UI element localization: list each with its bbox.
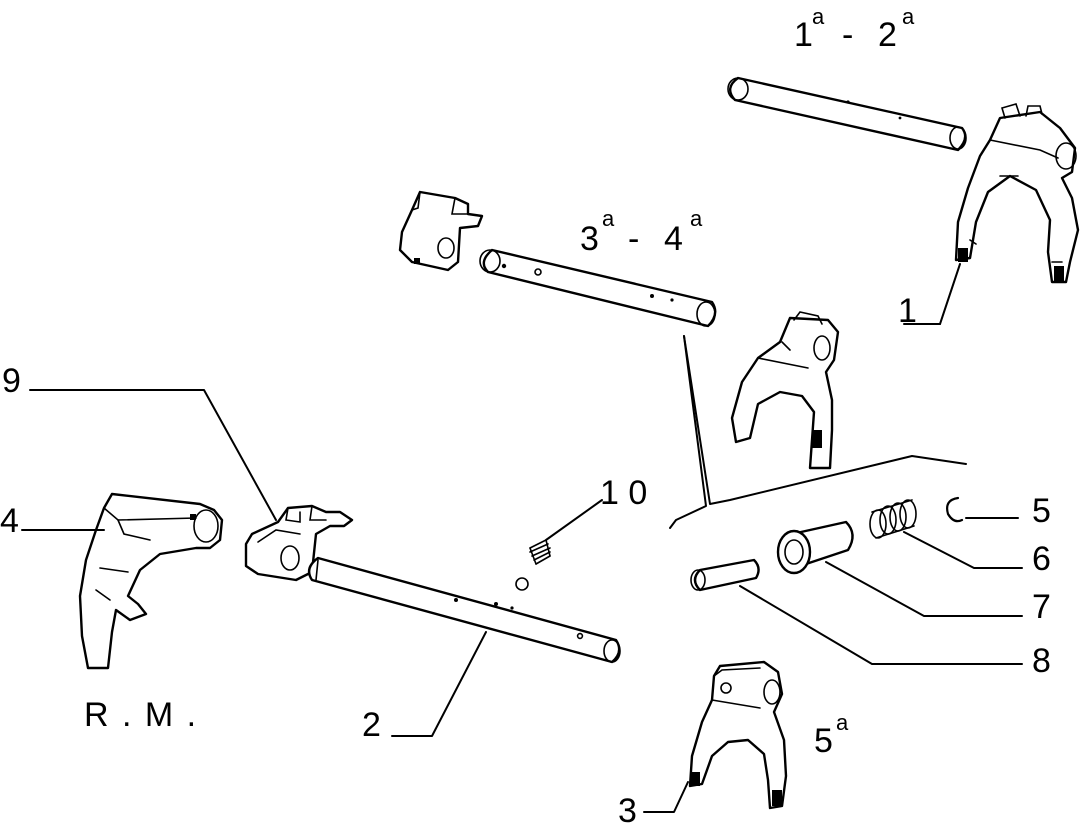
rod-1-2 — [727, 76, 967, 152]
leader-3 — [643, 781, 689, 813]
gear-label-3-sup: a — [602, 206, 615, 231]
group-bracket — [669, 335, 967, 529]
leader-8 — [739, 585, 1023, 665]
plunger-7 — [776, 520, 854, 575]
leader-2 — [391, 631, 487, 737]
gear-label-4-sup: a — [690, 206, 703, 231]
leader-1 — [939, 263, 961, 325]
gear-label-1-sup: a — [812, 4, 825, 29]
reverse-label: R . M . — [84, 696, 198, 734]
label-part-5: 5 — [1032, 492, 1051, 530]
snap-ring-5 — [946, 496, 964, 523]
gear-label-2-sup: a — [902, 4, 915, 29]
gear-label-5-num: 5 — [814, 722, 833, 760]
gear-label-3-4: 3 a - 4 a — [580, 206, 703, 258]
label-part-8: 8 — [1032, 642, 1051, 680]
gear-label-5-sup: a — [836, 710, 849, 735]
gear-label-3: 3 — [580, 220, 599, 258]
fork-4 — [78, 492, 224, 670]
leader-6 — [903, 531, 1023, 569]
fork-3-4 — [730, 311, 840, 470]
gear-label-2: 2 — [878, 16, 897, 54]
detent-ball — [515, 577, 529, 591]
fork-3 — [688, 660, 788, 810]
leader-lines — [21, 263, 1023, 813]
gear-label-4: 4 — [664, 220, 683, 258]
gear-label-1: 1 — [794, 16, 813, 54]
label-part-6: 6 — [1032, 540, 1051, 578]
label-part-3: 3 — [618, 792, 637, 823]
rod-3-4 — [479, 248, 717, 328]
spring-10 — [529, 539, 551, 565]
interlock-block — [398, 190, 484, 272]
gear-label-3-4-dash: - — [628, 220, 639, 258]
label-part-7: 7 — [1032, 588, 1051, 626]
gear-label-1-2-dash: - — [842, 16, 853, 54]
rod-2 — [307, 556, 621, 664]
label-part-10: 1 0 — [600, 474, 647, 512]
leader-10 — [545, 499, 603, 541]
label-part-4: 4 — [0, 502, 19, 540]
gear-label-5: 5 a — [814, 710, 849, 760]
gear-label-1-2: 1 a - 2 a — [794, 4, 915, 54]
fork-1 — [954, 103, 1080, 284]
leader-9 — [29, 389, 277, 521]
pin-8 — [690, 558, 760, 592]
spring-6 — [869, 499, 917, 539]
selector-block-9 — [244, 504, 354, 582]
label-part-9: 9 — [2, 362, 21, 400]
label-part-1: 1 — [898, 292, 917, 330]
label-part-2: 2 — [362, 706, 381, 744]
leader-7 — [825, 561, 1023, 617]
